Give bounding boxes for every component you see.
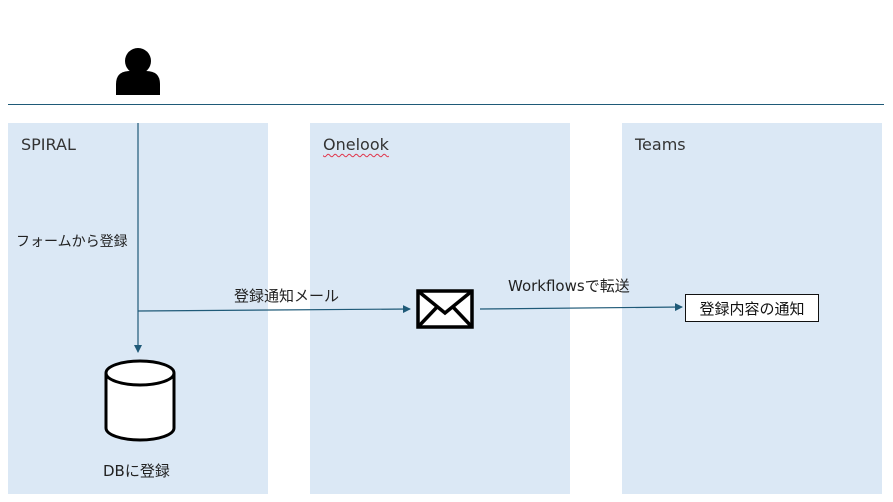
arrow-to-teams — [479, 303, 683, 312]
lane-label-teams: Teams — [635, 135, 686, 154]
envelope-icon — [416, 289, 474, 329]
lane-label-onelook: Onelook — [323, 135, 389, 154]
flow-label-register-mail: 登録通知メール — [234, 287, 340, 305]
flow-label-form-register: フォームから登録 — [16, 234, 128, 250]
notice-box: 登録内容の通知 — [685, 294, 819, 322]
user-icon — [116, 48, 160, 95]
database-icon — [104, 359, 176, 442]
arrow-to-mail — [137, 305, 411, 314]
divider-line — [8, 104, 884, 105]
flow-label-db-register: DBに登録 — [103, 462, 170, 480]
lane-label-spiral: SPIRAL — [21, 135, 76, 154]
flow-label-workflows-forward: Workflowsで転送 — [508, 277, 630, 295]
notice-label: 登録内容の通知 — [699, 299, 805, 318]
